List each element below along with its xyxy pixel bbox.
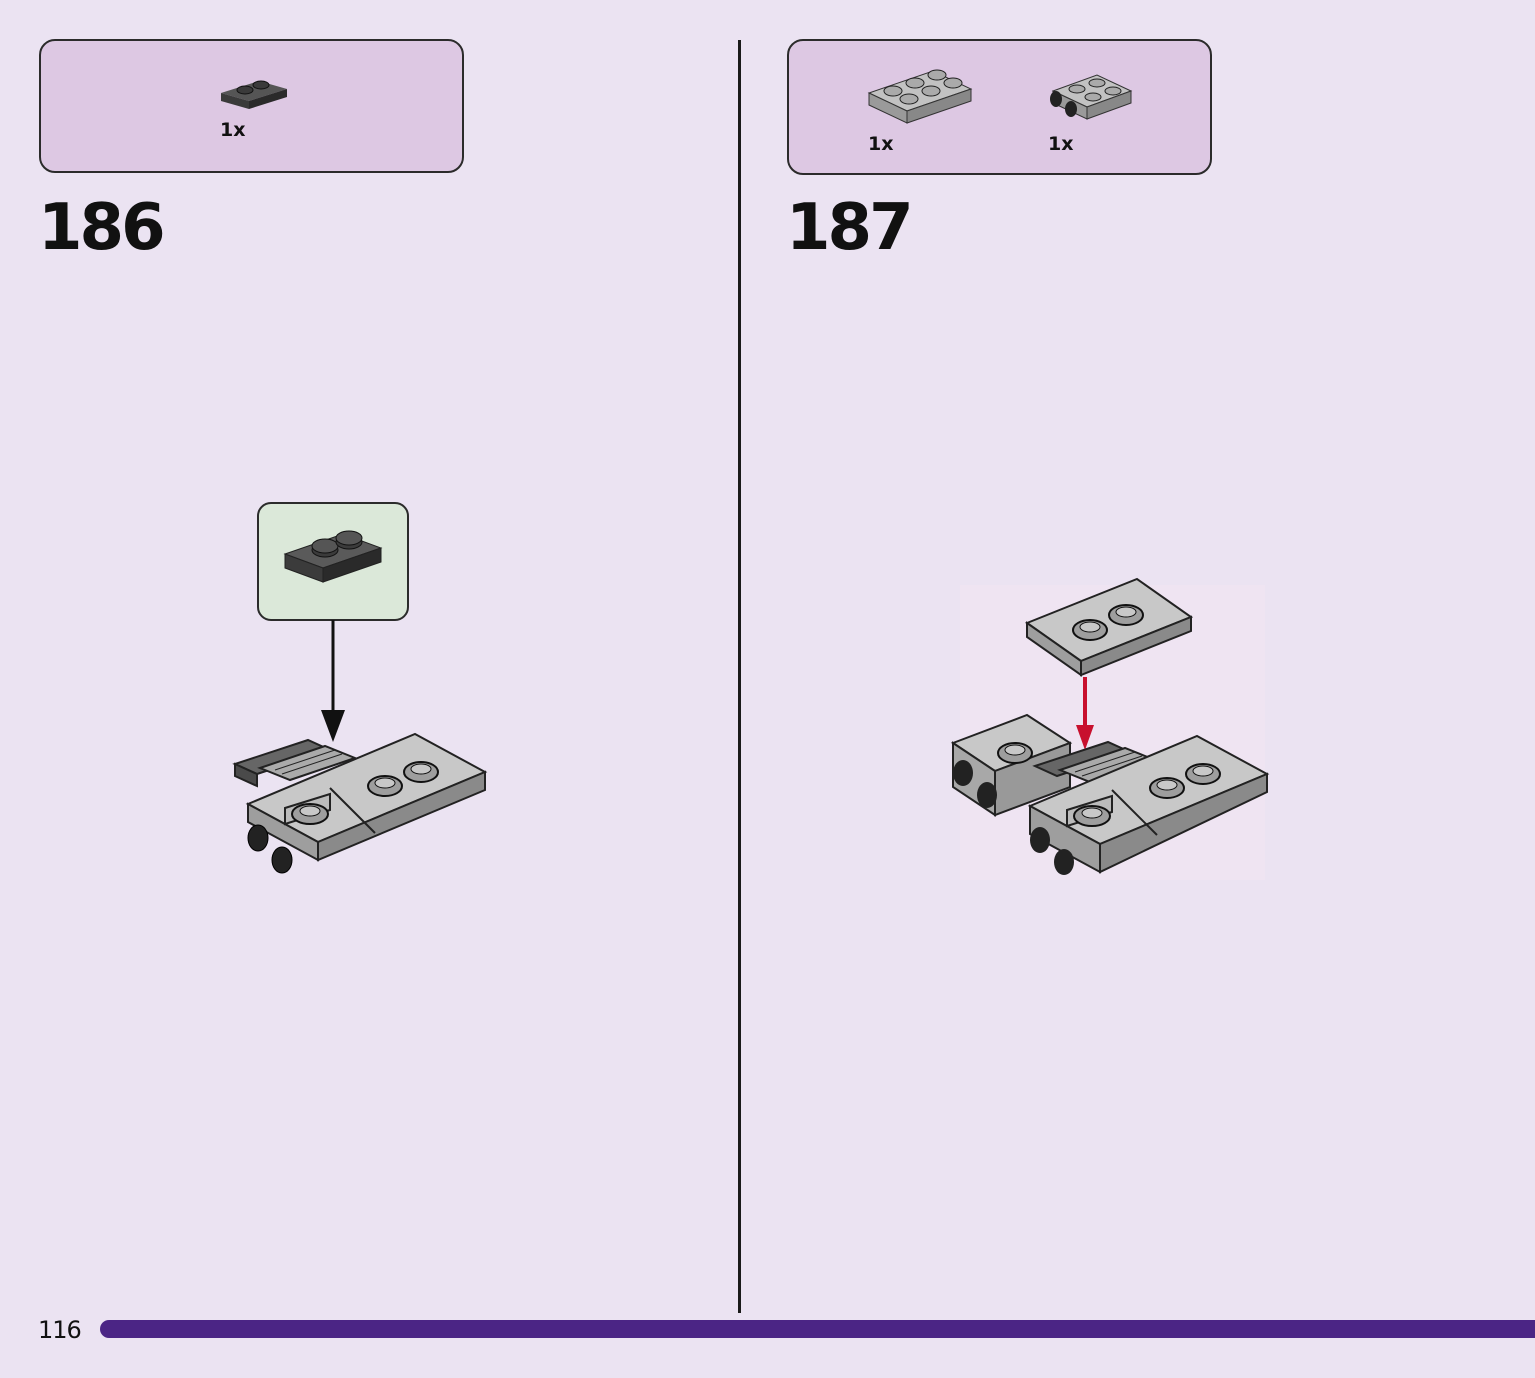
dark-gray-plate-1x2-icon xyxy=(221,80,287,109)
assembly-model-step-187 xyxy=(950,577,1270,880)
step-number-187: 187 xyxy=(786,191,914,265)
light-gray-bracket-plate-icon xyxy=(1050,74,1133,120)
light-gray-plate-2x3-icon xyxy=(867,69,973,124)
progress-bar xyxy=(100,1320,1535,1338)
step-number-186: 186 xyxy=(38,191,166,265)
part-quantity: 1x xyxy=(220,119,246,141)
parts-list-step-186: 1x xyxy=(39,39,464,173)
part-quantity: 1x xyxy=(1048,133,1074,155)
callout-box xyxy=(257,502,409,621)
column-divider xyxy=(738,40,741,1313)
down-arrow-icon xyxy=(321,620,345,742)
dark-gray-plate-1x2-icon xyxy=(283,530,383,583)
part-quantity: 1x xyxy=(868,133,894,155)
page-number: 116 xyxy=(38,1316,82,1344)
parts-list-step-187: 1x 1x xyxy=(787,39,1212,175)
assembly-model-step-186 xyxy=(232,732,488,874)
